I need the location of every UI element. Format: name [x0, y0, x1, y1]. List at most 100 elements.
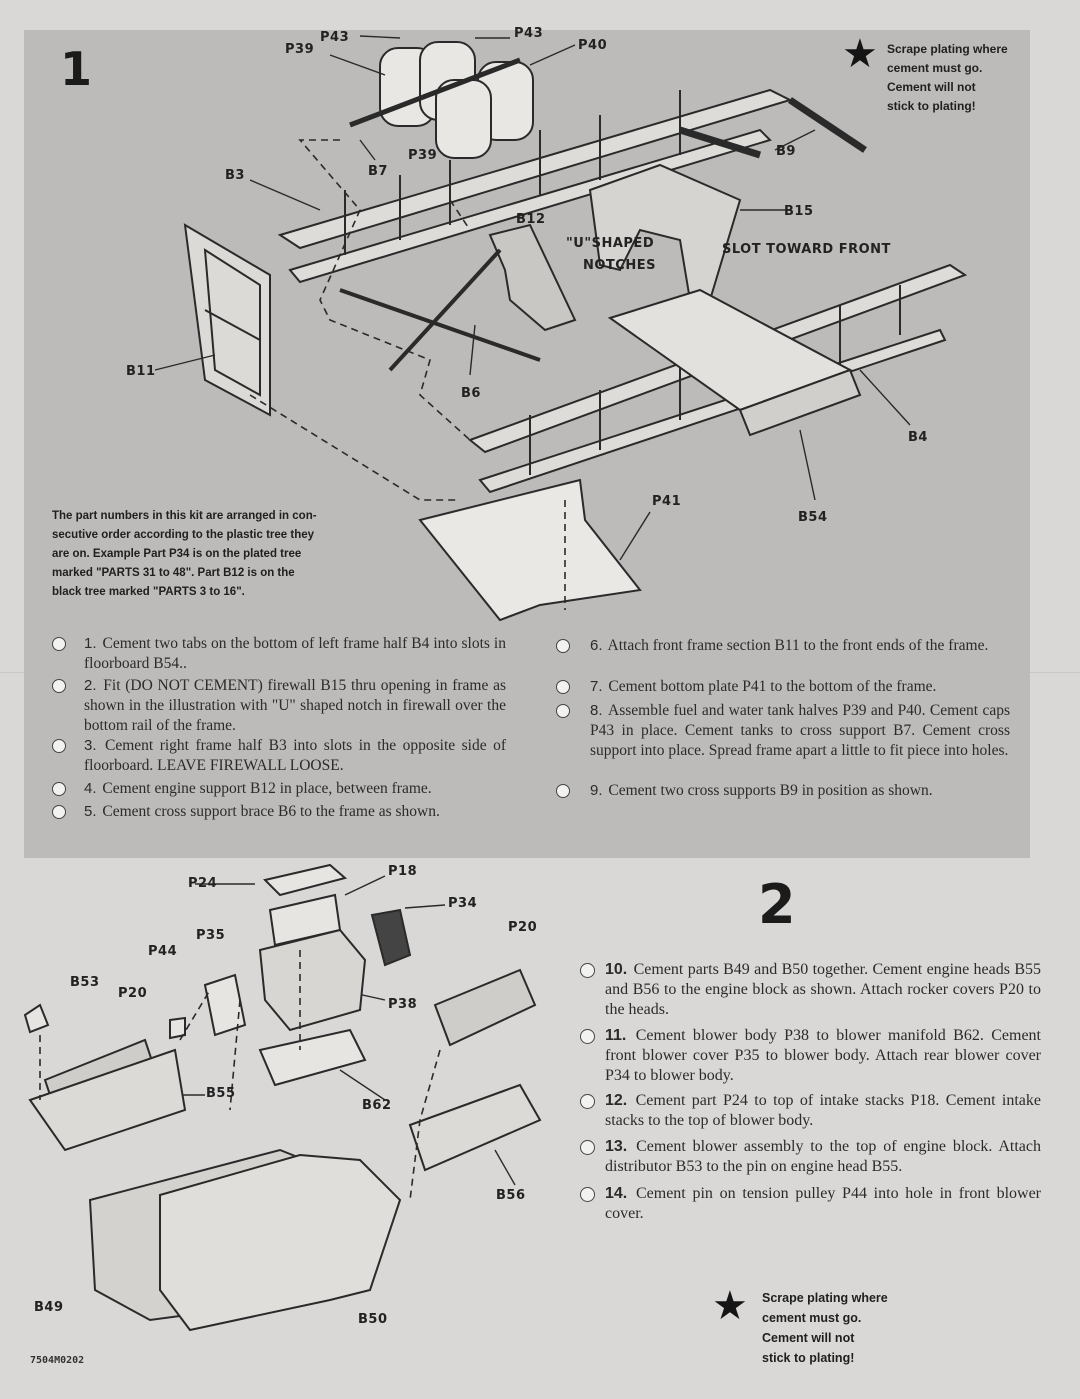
label-p40: P40	[578, 38, 608, 53]
label-b7: B7	[368, 164, 388, 179]
note-line: black tree marked "PARTS 3 to 16".	[52, 586, 245, 598]
intake-top-p24-illustration	[263, 863, 348, 897]
label-b12: B12	[516, 212, 546, 227]
water-tank-illustration	[435, 79, 492, 159]
instruction-step-13: 13. Cement blower assembly to the top of…	[580, 1137, 1041, 1177]
instruction-step-8: 8. Assemble fuel and water tank halves P…	[556, 701, 1010, 761]
scrape-note-line: stick to plating!	[762, 1351, 855, 1365]
label-p39: P39	[408, 148, 438, 163]
scrape-note-line: Cement will not	[762, 1331, 855, 1345]
instruction-step-6: 6. Attach front frame section B11 to the…	[556, 636, 1010, 656]
star-icon: ★	[842, 31, 878, 77]
step-text: Cement engine support B12 in place, betw…	[102, 780, 432, 797]
step-num: 10.	[605, 961, 628, 978]
circle-bullet-icon[interactable]	[556, 704, 570, 718]
circle-bullet-icon[interactable]	[580, 963, 595, 978]
instruction-step-2: 2. Fit (DO NOT CEMENT) firewall B15 thru…	[52, 676, 506, 736]
note-line: The part numbers in this kit are arrange…	[52, 510, 317, 522]
label-p38: P38	[388, 997, 418, 1012]
step-num: 14.	[605, 1185, 628, 1202]
step-num: 5.	[84, 803, 97, 820]
circle-bullet-icon[interactable]	[580, 1140, 595, 1155]
distributor-b53-illustration	[23, 1003, 50, 1034]
scrape-note-2: Scrape plating where cement must go. Cem…	[762, 1288, 888, 1368]
label-b56: B56	[496, 1188, 526, 1203]
scrape-note-line: stick to plating!	[887, 99, 976, 113]
engine-block-b50-illustration	[159, 1153, 402, 1332]
instruction-step-1: 1. Cement two tabs on the bottom of left…	[52, 634, 506, 674]
scrape-note-line: Scrape plating where	[887, 42, 1008, 56]
scrape-note-line: cement must go.	[762, 1311, 862, 1325]
blower-body-p38-illustration	[258, 928, 367, 1032]
pulley-p44-illustration	[169, 1016, 186, 1040]
step-2-number: 2	[758, 873, 796, 936]
circle-bullet-icon[interactable]	[556, 784, 570, 798]
document-code: 7504M0202	[30, 1355, 85, 1366]
label-b54: B54	[798, 510, 828, 525]
step-num: 12.	[605, 1092, 628, 1109]
firewall-b15-illustration	[588, 163, 742, 301]
circle-bullet-icon[interactable]	[580, 1029, 595, 1044]
engine-head-b55-illustration	[28, 1048, 187, 1152]
step-num: 3.	[84, 737, 97, 754]
label-b53: B53	[70, 975, 100, 990]
note-line: are on. Example Part P34 is on the plate…	[52, 548, 302, 560]
circle-bullet-icon[interactable]	[52, 739, 66, 753]
label-p44: P44	[148, 944, 178, 959]
label-b62: B62	[362, 1098, 392, 1113]
instruction-step-7: 7. Cement bottom plate P41 to the bottom…	[556, 677, 1010, 697]
label-p18: P18	[388, 864, 418, 879]
label-p39: P39	[285, 42, 315, 57]
circle-bullet-icon[interactable]	[580, 1094, 595, 1109]
label-p20: P20	[118, 986, 148, 1001]
step-text: Cement blower assembly to the top of eng…	[605, 1138, 1041, 1175]
step-text: Cement bottom plate P41 to the bottom of…	[608, 678, 937, 695]
step-num: 11.	[605, 1027, 627, 1044]
instruction-step-12: 12. Cement part P24 to top of intake sta…	[580, 1091, 1041, 1131]
instruction-step-11: 11. Cement blower body P38 to blower man…	[580, 1026, 1042, 1086]
circle-bullet-icon[interactable]	[556, 639, 570, 653]
circle-bullet-icon[interactable]	[52, 782, 66, 796]
bottom-plate-p41-illustration	[418, 478, 642, 622]
label-p41: P41	[652, 494, 682, 509]
label-b6: B6	[461, 386, 481, 401]
step-num: 13.	[605, 1138, 628, 1155]
front-cover-p35-illustration	[203, 973, 247, 1037]
label-b11: B11	[126, 364, 156, 379]
step-text: Cement blower body P38 to blower manifol…	[605, 1027, 1042, 1084]
step-text: Assemble fuel and water tank halves P39 …	[590, 702, 1010, 759]
scrape-note-line: cement must go.	[887, 61, 983, 75]
parts-numbering-note: The part numbers in this kit are arrange…	[52, 507, 392, 602]
step-text: Cement cross support brace B6 to the fra…	[102, 803, 440, 820]
step-num: 2.	[84, 677, 97, 694]
step-num: 1.	[84, 635, 97, 652]
scrape-note-line: Scrape plating where	[762, 1291, 888, 1305]
step-text: Cement two cross supports B9 in position…	[608, 782, 933, 799]
star-icon: ★	[712, 1283, 748, 1329]
label-p43: P43	[514, 26, 544, 41]
circle-bullet-icon[interactable]	[556, 680, 570, 694]
circle-bullet-icon[interactable]	[52, 805, 66, 819]
label-p20: P20	[508, 920, 538, 935]
step-text: Attach front frame section B11 to the fr…	[607, 637, 989, 654]
scrape-note-1: Scrape plating where cement must go. Cem…	[887, 40, 1008, 116]
instruction-step-5: 5. Cement cross support brace B6 to the …	[52, 802, 506, 822]
step-text: Cement pin on tension pulley P44 into ho…	[605, 1185, 1042, 1222]
label-b4: B4	[908, 430, 928, 445]
label-b15: B15	[784, 204, 814, 219]
label-b3: B3	[225, 168, 245, 183]
step-1-number: 1	[60, 42, 92, 96]
label-b9: B9	[776, 144, 796, 159]
instruction-step-9: 9. Cement two cross supports B9 in posit…	[556, 781, 1010, 801]
step-num: 4.	[84, 780, 97, 797]
circle-bullet-icon[interactable]	[580, 1187, 595, 1202]
blower-manifold-b62-illustration	[258, 1028, 367, 1087]
label-b49: B49	[34, 1300, 64, 1315]
step-num: 6.	[590, 637, 603, 654]
label-notches: NOTCHES	[583, 258, 656, 273]
circle-bullet-icon[interactable]	[52, 637, 66, 651]
engine-support-b12-illustration	[488, 223, 577, 332]
step-text: Cement two tabs on the bottom of left fr…	[84, 635, 506, 672]
circle-bullet-icon[interactable]	[52, 679, 66, 693]
